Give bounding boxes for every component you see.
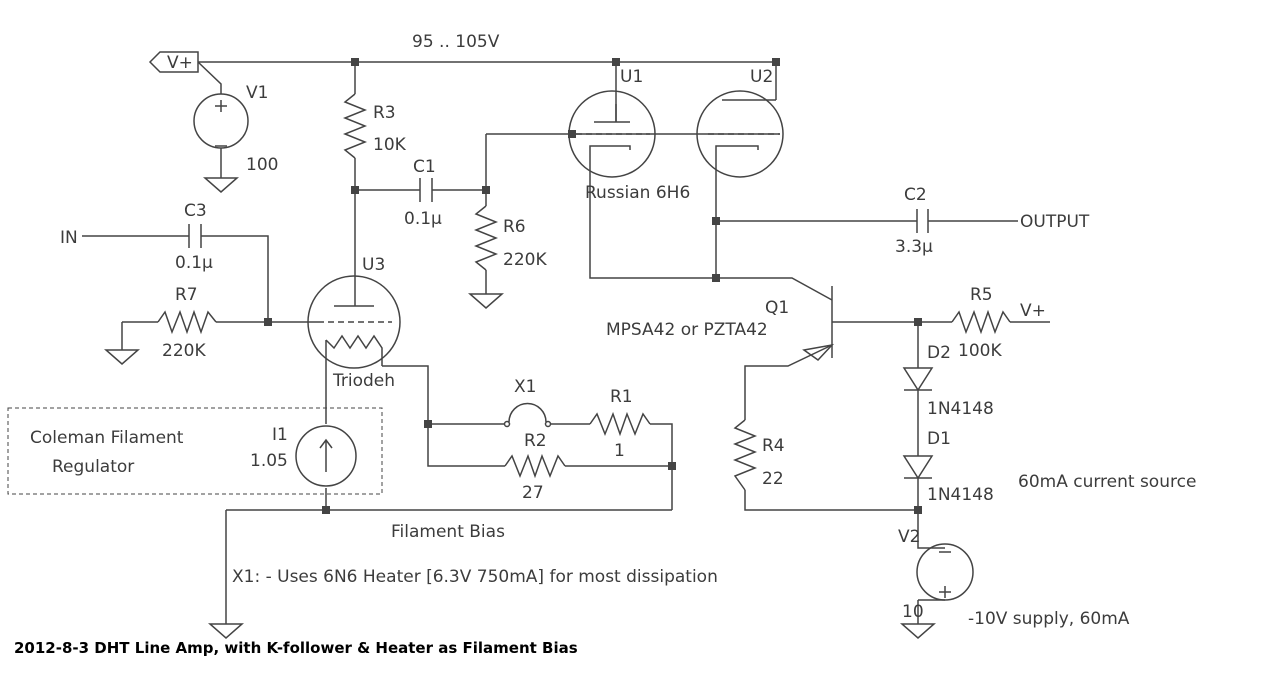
vplus-r5-label: V+ — [1020, 301, 1046, 321]
tube-type-label: Russian 6H6 — [585, 183, 690, 203]
junction-dot — [351, 58, 359, 66]
junction-dot — [322, 506, 330, 514]
q1-ref: Q1 — [765, 298, 789, 318]
v2-source — [916, 542, 974, 601]
d2-diode — [902, 367, 934, 392]
q1-transistor — [802, 286, 835, 361]
c2-capacitor — [916, 209, 929, 233]
v2-value: 10 — [902, 602, 924, 622]
c2-ref: C2 — [904, 185, 927, 205]
junction-dot — [264, 318, 272, 326]
junction-dot — [914, 506, 922, 514]
junction-dot — [712, 274, 720, 282]
r1-resistor — [589, 411, 651, 437]
u1-tube — [568, 90, 656, 178]
c2-value: 3.3µ — [895, 237, 933, 257]
u3-ref: U3 — [362, 255, 385, 275]
r2-value: 27 — [522, 483, 544, 503]
supply-voltage-label: 95 .. 105V — [412, 32, 500, 52]
i1-ref: I1 — [272, 425, 288, 445]
filament-bias-label: Filament Bias — [391, 522, 505, 542]
junction-dot — [424, 420, 432, 428]
junction-dot — [482, 186, 490, 194]
resistors — [157, 93, 1011, 491]
u3-tube — [307, 275, 401, 369]
r4-ref: R4 — [762, 436, 785, 456]
junction-dot — [914, 318, 922, 326]
junction-dot — [612, 58, 620, 66]
r3-resistor — [342, 93, 368, 159]
u2-tube — [696, 90, 784, 178]
r5-resistor — [951, 309, 1011, 335]
v2-ref: V2 — [898, 527, 920, 547]
r7-value: 220K — [162, 341, 206, 361]
v1-value: 100 — [246, 155, 278, 175]
u3-value: Triodeh — [332, 371, 395, 391]
x1-note: X1: - Uses 6N6 Heater [6.3V 750mA] for m… — [232, 567, 718, 587]
diagram-title: 2012-8-3 DHT Line Amp, with K-follower &… — [14, 639, 578, 657]
c1-capacitor — [419, 178, 433, 202]
input-label: IN — [60, 228, 78, 248]
junction-dot — [712, 217, 720, 225]
junctions — [264, 58, 922, 514]
v1-source — [193, 93, 249, 149]
c3-capacitor — [188, 224, 202, 248]
coleman-label-line1: Coleman Filament — [30, 428, 184, 448]
r6-value: 220K — [503, 250, 547, 270]
r4-value: 22 — [762, 469, 784, 489]
x1-ref: X1 — [514, 377, 536, 397]
junction-dot — [772, 58, 780, 66]
d1-diode — [902, 455, 934, 480]
junction-dot — [351, 186, 359, 194]
c3-value: 0.1µ — [175, 253, 213, 273]
c1-value: 0.1µ — [404, 209, 442, 229]
r7-resistor — [157, 309, 217, 335]
current-source-label: 60mA current source — [1018, 472, 1196, 492]
r2-ref: R2 — [524, 431, 547, 451]
neg-supply-label: -10V supply, 60mA — [968, 609, 1130, 629]
r4-resistor — [732, 419, 758, 491]
r5-ref: R5 — [970, 285, 993, 305]
wires — [82, 61, 1050, 624]
d1-value: 1N4148 — [927, 485, 994, 505]
d2-ref: D2 — [927, 343, 951, 363]
d1-ref: D1 — [927, 429, 951, 449]
d2-value: 1N4148 — [927, 399, 994, 419]
r3-value: 10K — [373, 135, 407, 155]
v1-ref: V1 — [246, 83, 268, 103]
r6-ref: R6 — [503, 217, 526, 237]
ground-icons — [104, 177, 936, 639]
r1-value: 1 — [614, 441, 625, 461]
labels: 95 .. 105V V+ V1 100 R3 10K C1 0.1µ R6 2… — [14, 32, 1196, 657]
vplus-port — [148, 51, 199, 73]
output-label: OUTPUT — [1020, 212, 1090, 232]
u1-ref: U1 — [620, 67, 643, 87]
junction-dot — [568, 130, 576, 138]
r2-resistor — [504, 453, 566, 479]
junction-dot — [668, 462, 676, 470]
u2-ref: U2 — [750, 67, 773, 87]
i1-value: 1.05 — [250, 451, 288, 471]
vplus-label: V+ — [167, 53, 193, 73]
r5-value: 100K — [958, 341, 1002, 361]
r1-ref: R1 — [610, 387, 633, 407]
x1-heater — [503, 402, 552, 428]
r6-resistor — [473, 205, 499, 271]
capacitors — [188, 178, 929, 248]
c1-ref: C1 — [413, 157, 436, 177]
coleman-label-line2: Regulator — [52, 457, 134, 477]
q1-value: MPSA42 or PZTA42 — [606, 320, 768, 340]
coleman-regulator-box — [7, 407, 383, 495]
r3-ref: R3 — [373, 103, 396, 123]
i1-source — [295, 425, 357, 487]
c3-ref: C3 — [184, 201, 207, 221]
r7-ref: R7 — [175, 285, 198, 305]
